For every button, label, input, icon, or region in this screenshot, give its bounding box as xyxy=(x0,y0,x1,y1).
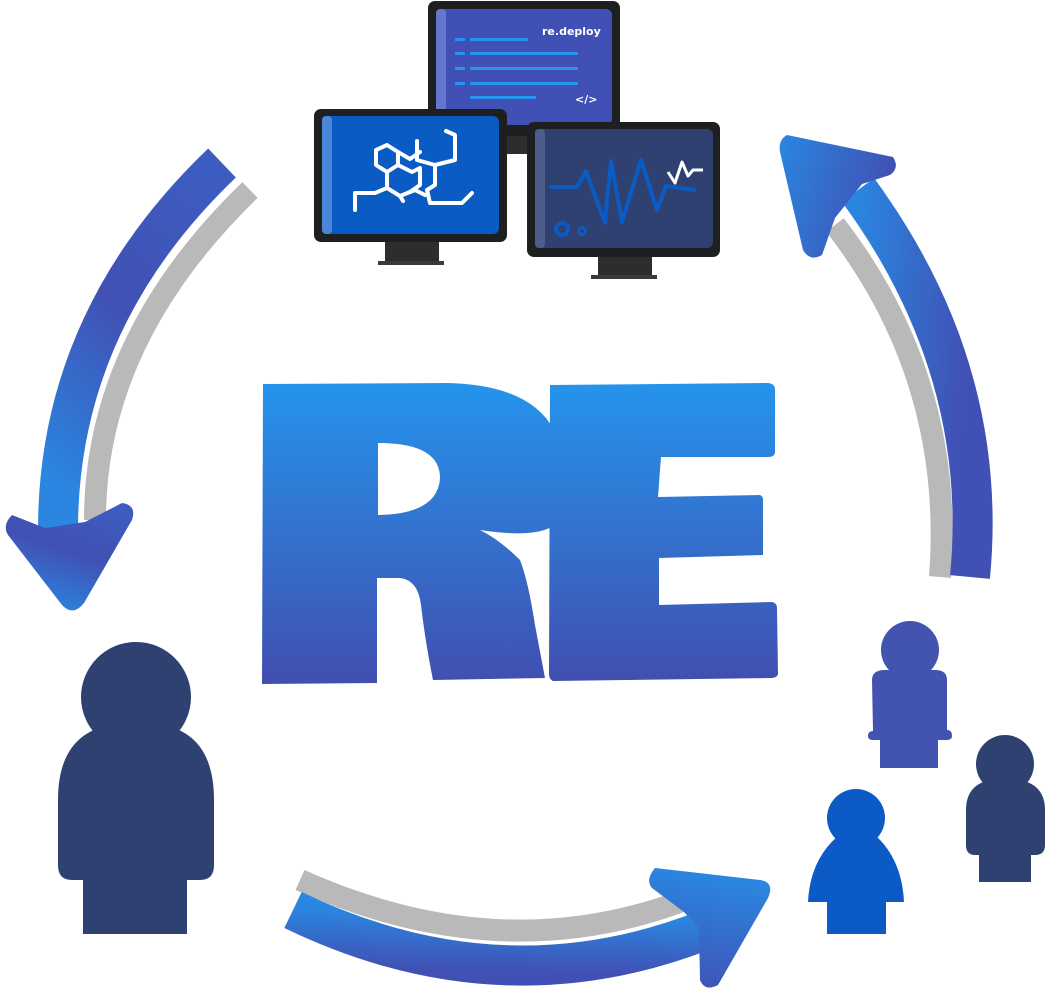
waveform-icon xyxy=(549,158,703,237)
curved-arrow-down-icon xyxy=(5,148,258,611)
re-logo-text: RE xyxy=(513,532,528,543)
person-icon xyxy=(808,789,904,934)
curved-arrow-up-icon xyxy=(779,135,993,579)
deploy-label: re.deploy xyxy=(542,25,601,38)
person-icon xyxy=(868,621,952,768)
monitor-deploy: re.deploy </> xyxy=(428,1,620,154)
code-lines-icon xyxy=(455,38,578,99)
curved-arrow-right-icon xyxy=(284,868,771,988)
monitor-molecule xyxy=(314,109,507,265)
code-symbol-icon: </> xyxy=(575,93,597,106)
person-icon xyxy=(58,642,214,934)
monitor-waveform xyxy=(527,122,720,279)
person-icon xyxy=(966,735,1045,882)
re-logo: RE xyxy=(262,383,778,684)
molecule-icon xyxy=(353,129,474,212)
